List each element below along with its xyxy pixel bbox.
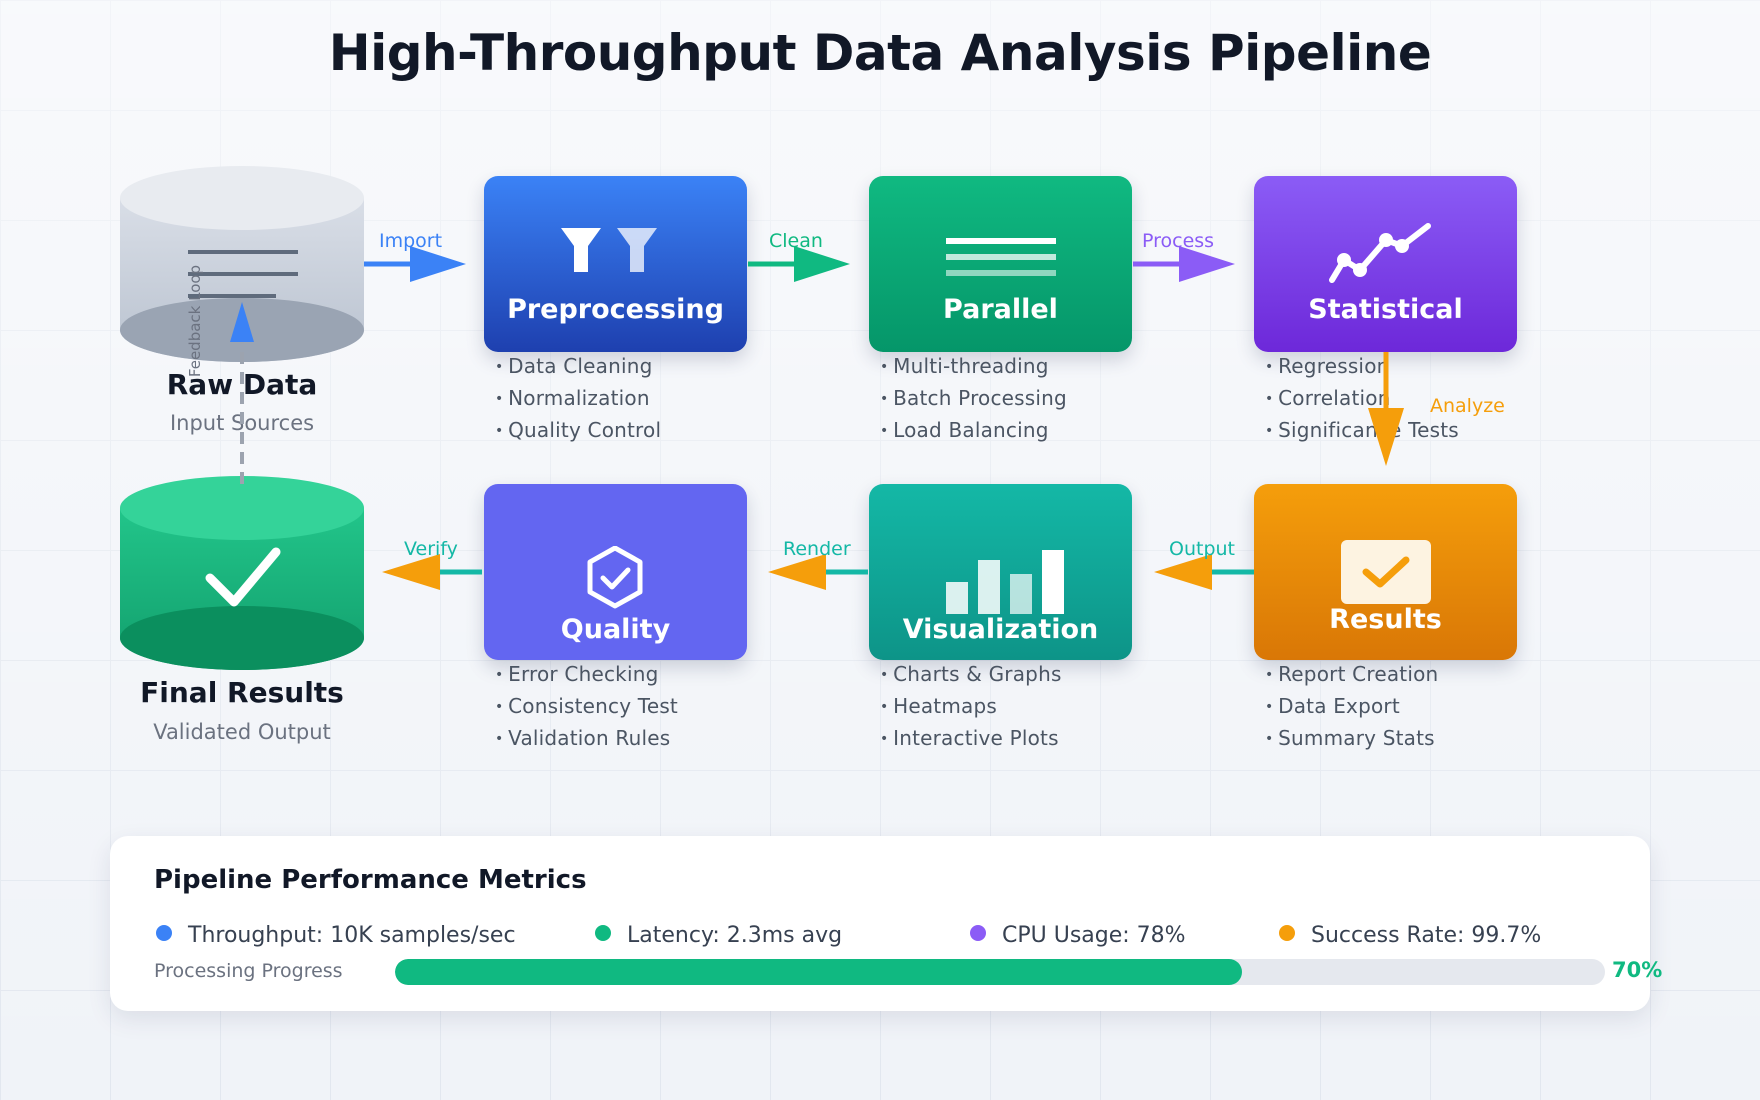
database-cylinder-icon <box>120 166 364 362</box>
dot-icon <box>1279 925 1295 941</box>
final-results-title: Final Results <box>140 676 344 709</box>
progress-label: Processing Progress <box>154 960 343 982</box>
analyze-arrow <box>1368 352 1404 466</box>
bar-chart-icon <box>946 550 1064 614</box>
progress-bar <box>395 959 1605 985</box>
clean-label: Clean <box>769 230 823 252</box>
list-item: Batch Processing <box>880 383 1067 415</box>
visualization-details: Charts & Graphs Heatmaps Interactive Plo… <box>880 659 1062 755</box>
feedback-loop-label: Feedback Loop <box>186 264 204 378</box>
raw-data-node[interactable] <box>120 160 364 365</box>
feedback-loop-arrow <box>230 302 254 484</box>
verify-label: Verify <box>404 538 458 560</box>
metrics-title: Pipeline Performance Metrics <box>154 865 587 895</box>
list-item: Multi-threading <box>880 351 1067 383</box>
stage-label: Statistical <box>1308 294 1463 325</box>
list-item: Quality Control <box>495 415 661 447</box>
render-label: Render <box>783 538 851 560</box>
import-arrow <box>364 246 466 282</box>
list-item: Correlation <box>1265 383 1459 415</box>
list-item: Data Cleaning <box>495 351 661 383</box>
parallel-lines-icon <box>946 238 1056 276</box>
stage-statistical[interactable]: Statistical <box>1254 176 1517 352</box>
list-item: Load Balancing <box>880 415 1067 447</box>
stage-label: Quality <box>560 614 671 645</box>
analyze-label: Analyze <box>1430 395 1505 417</box>
list-item: Summary Stats <box>1265 723 1438 755</box>
stage-visualization[interactable]: Visualization <box>869 484 1132 660</box>
list-item: Consistency Test <box>495 691 678 723</box>
stage-preprocessing[interactable]: Preprocessing <box>484 176 747 352</box>
metrics-panel: Pipeline Performance Metrics Throughput:… <box>110 836 1662 1011</box>
dot-icon <box>970 925 986 941</box>
database-check-icon <box>120 476 364 670</box>
stage-label: Parallel <box>943 294 1058 325</box>
list-item: Heatmaps <box>880 691 1062 723</box>
dot-icon <box>595 925 611 941</box>
list-item: Normalization <box>495 383 661 415</box>
stage-parallel[interactable]: Parallel <box>869 176 1132 352</box>
final-results-subtitle: Validated Output <box>153 720 331 744</box>
list-item: Significance Tests <box>1265 415 1459 447</box>
page-title: High-Throughput Data Analysis Pipeline <box>328 24 1432 82</box>
metric-cpu-usage: CPU Usage: 78% <box>970 923 1186 948</box>
progress-percent: 70% <box>1612 958 1663 982</box>
stage-label: Preprocessing <box>507 294 724 325</box>
list-item: Error Checking <box>495 659 678 691</box>
stage-label: Visualization <box>902 614 1099 645</box>
metric-latency: Latency: 2.3ms avg <box>595 923 842 948</box>
import-label: Import <box>379 230 443 252</box>
stage-quality[interactable]: Quality <box>484 484 747 660</box>
stage-results[interactable]: Results <box>1254 484 1517 660</box>
output-label: Output <box>1169 538 1235 560</box>
list-item: Validation Rules <box>495 723 678 755</box>
stage-label: Results <box>1329 604 1442 635</box>
metric-success-rate: Success Rate: 99.7% <box>1279 923 1541 948</box>
clean-arrow <box>748 246 850 282</box>
final-results-node[interactable] <box>120 470 364 675</box>
list-item: Report Creation <box>1265 659 1438 691</box>
list-item: Charts & Graphs <box>880 659 1062 691</box>
process-arrow <box>1133 246 1235 282</box>
parallel-details: Multi-threading Batch Processing Load Ba… <box>880 351 1067 447</box>
metric-throughput: Throughput: 10K samples/sec <box>156 923 516 948</box>
list-item: Regression <box>1265 351 1459 383</box>
progress-fill <box>395 959 1242 985</box>
quality-details: Error Checking Consistency Test Validati… <box>495 659 678 755</box>
trend-line-icon <box>1329 223 1431 283</box>
filter-icon <box>561 228 657 272</box>
list-item: Data Export <box>1265 691 1438 723</box>
checkbox-icon <box>1341 540 1431 604</box>
verify-arrow <box>382 554 482 590</box>
statistical-details: Regression Correlation Significance Test… <box>1265 351 1459 447</box>
render-arrow <box>768 554 868 590</box>
dot-icon <box>156 925 172 941</box>
output-arrow <box>1154 554 1254 590</box>
preprocessing-details: Data Cleaning Normalization Quality Cont… <box>495 351 661 447</box>
shield-check-icon <box>587 546 643 609</box>
process-label: Process <box>1142 230 1215 252</box>
results-details: Report Creation Data Export Summary Stat… <box>1265 659 1438 755</box>
list-item: Interactive Plots <box>880 723 1062 755</box>
